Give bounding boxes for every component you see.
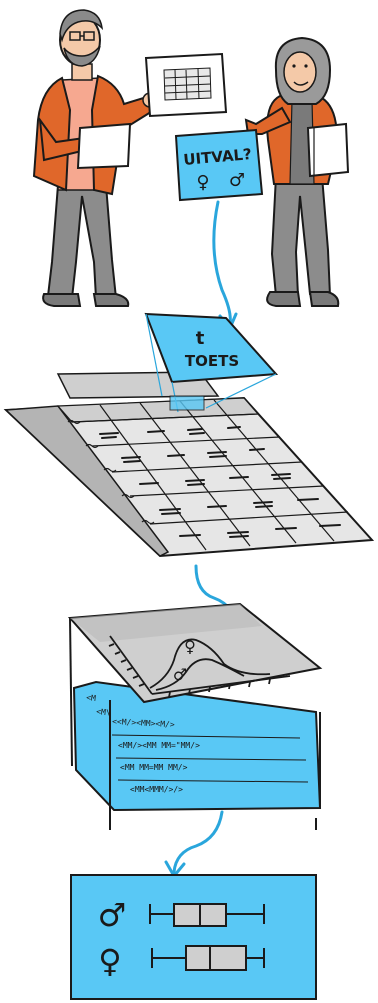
female-curve-icon: ♀ — [184, 637, 196, 656]
t-test-card: t TOETS — [144, 312, 279, 413]
man-figure — [32, 9, 158, 307]
flow-arrow-1 — [212, 200, 232, 326]
analysis-box: <M <M\ <<M/><MM><M/> <MM/><MM MM="MM/> <… — [67, 602, 323, 830]
female-boxplot — [151, 945, 265, 971]
male-symbol-icon: ♂ — [229, 170, 245, 191]
code-line: <MM<MMM/>/> — [130, 785, 183, 794]
male-curve-icon: ♂ — [173, 665, 187, 684]
code-line: <M — [86, 693, 97, 703]
female-symbol-icon: ♀ — [98, 942, 121, 980]
spreadsheet-sheet — [144, 52, 228, 118]
flow-arrow-3 — [172, 810, 224, 874]
code-line: <MM/><MM MM="MM/> — [118, 741, 200, 750]
uitval-question-card: UITVAL? ♀ ♂ — [174, 128, 264, 202]
female-symbol-icon: ♀ — [196, 172, 209, 193]
t-letter: t — [196, 328, 205, 349]
male-boxplot — [149, 903, 265, 927]
code-lines: <M <M\ <<M/><MM><M/> <MM/><MM MM="MM/> <… — [86, 693, 309, 794]
male-symbol-icon: ♂ — [98, 896, 127, 934]
code-line: <<M/><MM><M/> — [112, 717, 175, 729]
code-line: <M\ — [96, 707, 111, 717]
result-boxplot-card: ♂ ♀ — [70, 874, 317, 1000]
uitval-label: UITVAL? — [183, 145, 253, 169]
toets-label: TOETS — [185, 352, 239, 370]
code-line: <MM MM=MM MM/> — [120, 763, 188, 772]
people-scene: UITVAL? ♀ ♂ — [32, 9, 350, 307]
woman-figure — [244, 36, 350, 307]
